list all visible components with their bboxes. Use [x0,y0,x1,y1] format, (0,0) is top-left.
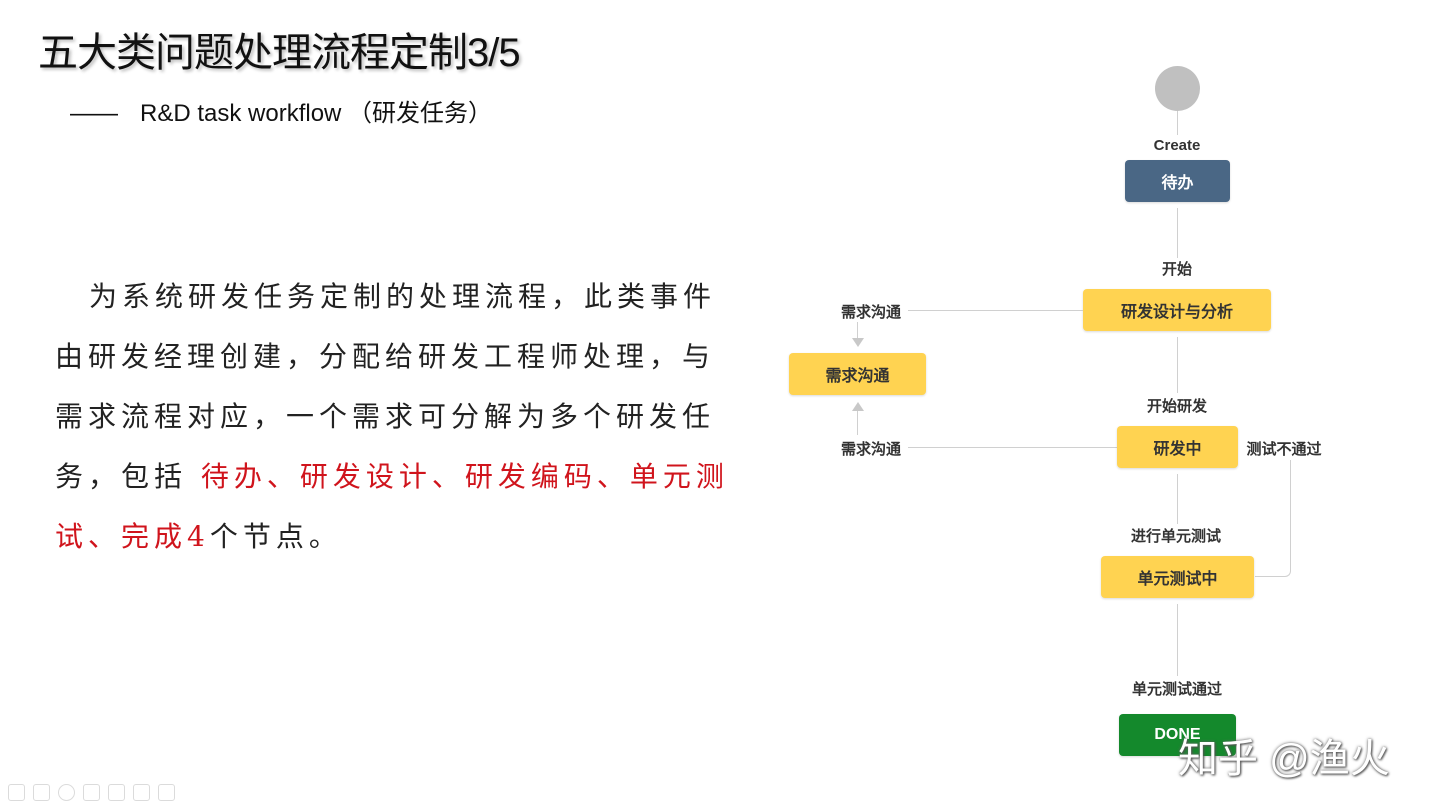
connector [908,447,1117,448]
subtitle-text: R&D task workflow （研发任务） [140,100,493,127]
arrow-up-icon [852,402,864,411]
transition-start: 开始 [1161,261,1193,278]
state-unit-testing[interactable]: 单元测试中 [1101,556,1254,598]
connector [1177,474,1178,524]
eraser-icon[interactable] [58,784,75,801]
transition-unit-test-passed: 单元测试通过 [1131,681,1223,698]
transition-create: Create [1153,137,1201,154]
connector [1177,604,1178,676]
slide-title: 五大类问题处理流程定制3/5 [38,31,521,75]
connector [857,411,858,435]
pen-icon[interactable] [8,784,25,801]
connector [1177,208,1178,258]
transition-req-comm-2: 需求沟通 [840,441,902,458]
state-design[interactable]: 研发设计与分析 [1083,289,1271,331]
watermark: 知乎 @渔火 [1178,737,1390,781]
start-node [1155,66,1200,111]
transition-run-unit-test: 进行单元测试 [1130,528,1222,545]
transition-test-failed: 测试不通过 [1246,441,1322,458]
slides-icon[interactable] [33,784,50,801]
connector [1177,111,1178,135]
transition-req-comm-1: 需求沟通 [840,304,902,321]
pointer-icon[interactable] [108,784,125,801]
arrow-down-icon [852,338,864,347]
camera-icon[interactable] [133,784,150,801]
slide-subtitle: —— R&D task workflow （研发任务） [70,93,514,128]
body-text-end: 个节点。 [209,520,342,553]
subtitle-dash: —— [70,100,118,127]
state-todo[interactable]: 待办 [1125,160,1230,202]
connector [857,322,858,340]
transition-start-dev: 开始研发 [1146,398,1208,415]
body-highlight: 待办、研发设计、研发编码、单元测试、完成4 [55,460,729,553]
connector [908,310,1083,311]
state-req-comm[interactable]: 需求沟通 [789,353,926,395]
highlighter-icon[interactable] [83,784,100,801]
loop-connector [1255,460,1291,577]
body-text: 为系统研发任务定制的处理流程，此类事件由研发经理创建，分配给研发工程师处理，与需… [55,280,717,493]
slide-body-text: 为系统研发任务定制的处理流程，此类事件由研发经理创建，分配给研发工程师处理，与需… [55,267,745,567]
presentation-toolbar [8,784,175,801]
connector [1177,337,1178,393]
remote-icon[interactable] [158,784,175,801]
state-developing[interactable]: 研发中 [1117,426,1238,468]
state-done[interactable]: DONE [1119,714,1236,756]
